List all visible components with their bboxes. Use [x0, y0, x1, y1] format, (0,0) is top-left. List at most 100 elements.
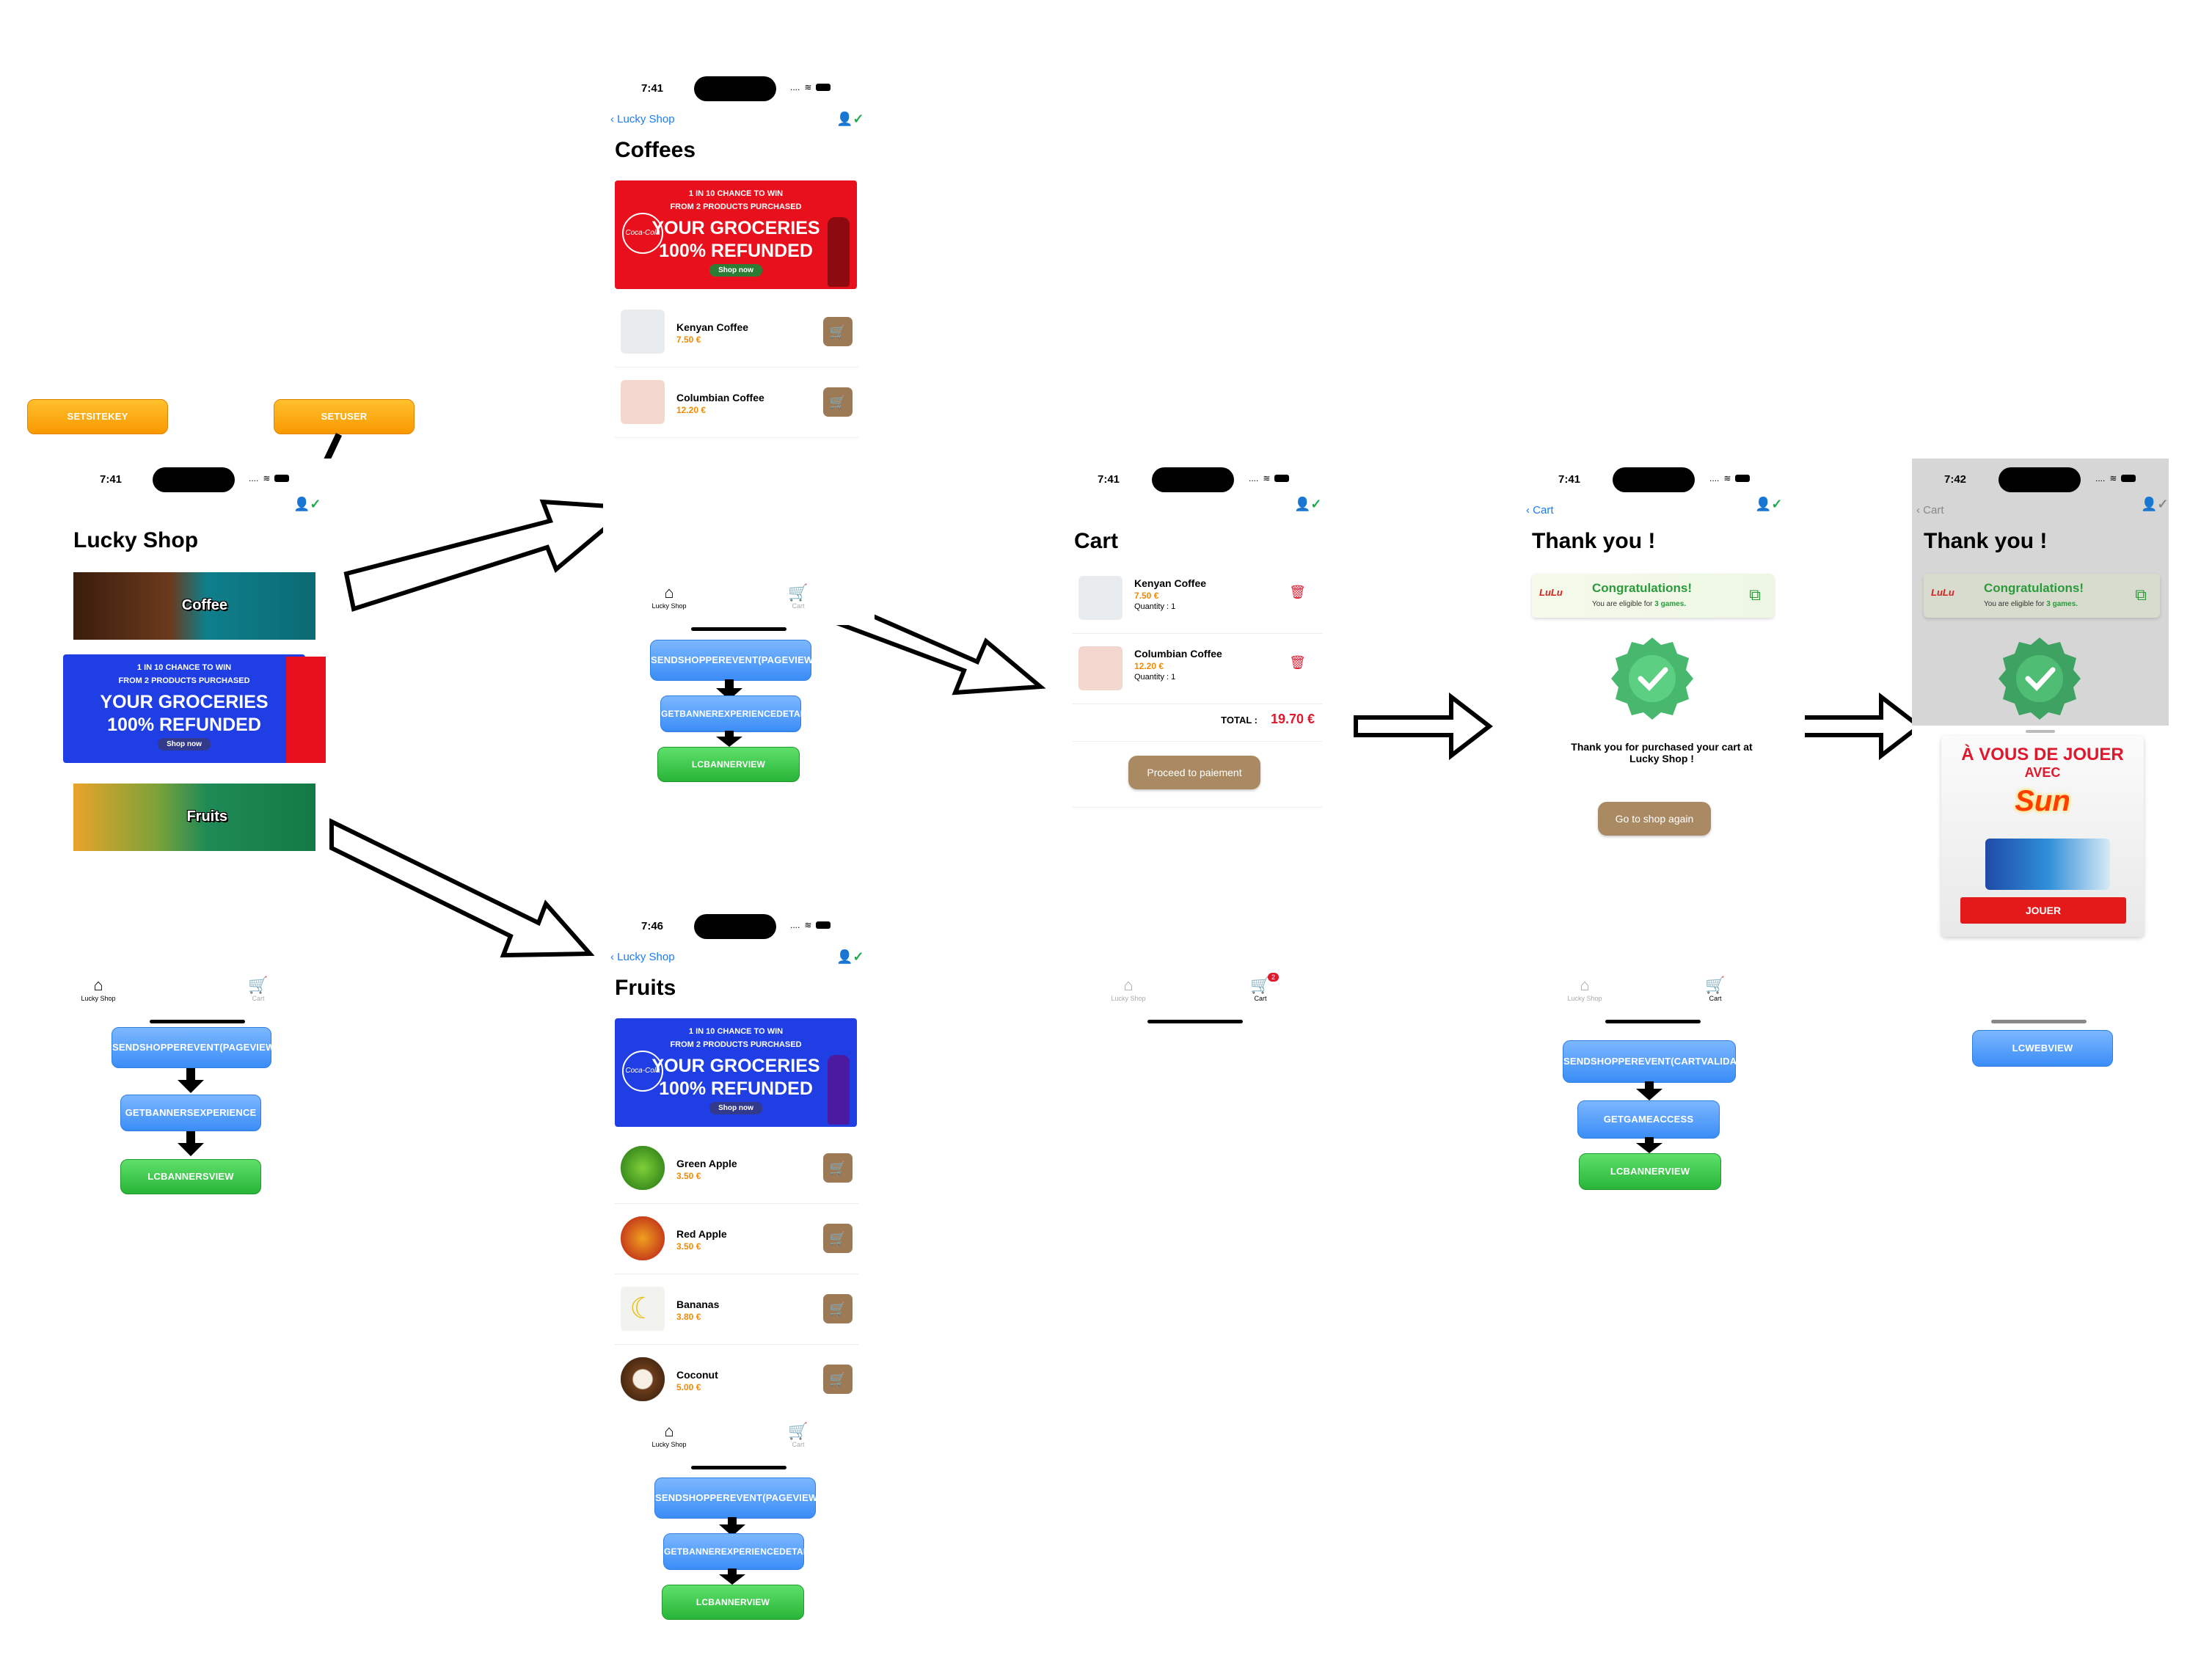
tab-label: Cart	[792, 1441, 805, 1448]
add-to-cart-button[interactable]: 🛒	[823, 1294, 853, 1323]
shop-now-button[interactable]: Shop now	[709, 1102, 762, 1114]
tab-cart[interactable]: 🛒Cart 2	[1224, 973, 1297, 1002]
home-indicator	[150, 1020, 245, 1023]
back-button[interactable]: ‹ Cart	[1916, 504, 1944, 516]
down-arrow	[719, 1517, 745, 1536]
setsitekey-button[interactable]: SETSITEKEY	[27, 399, 168, 434]
user-check-icon[interactable]: 👤✓	[836, 112, 864, 126]
tab-lucky-shop[interactable]: ⌂Lucky Shop	[651, 1422, 687, 1448]
tab-cart[interactable]: 🛒Cart	[248, 976, 269, 1002]
add-to-cart-button[interactable]: 🛒	[823, 1224, 853, 1253]
proceed-to-payment-button[interactable]: Proceed to paiement	[1128, 756, 1260, 789]
user-check-icon[interactable]: 👤✓	[293, 497, 321, 511]
user-check-icon[interactable]: 👤✓	[1294, 497, 1322, 511]
external-link-icon[interactable]: ⧉	[1749, 585, 1761, 604]
list-item[interactable]: Coconut 5.00 € 🛒	[615, 1344, 858, 1414]
sun-logo: Sun	[2015, 785, 2070, 817]
category-banner-coffee[interactable]: Coffee	[73, 572, 315, 640]
flow-step[interactable]: SENDSHOPPEREVENT(PAGEVIEWVED)	[650, 640, 836, 681]
play-button[interactable]: JOUER	[1960, 897, 2126, 924]
flow-step[interactable]: GETGAMEACCESS	[1577, 1100, 1720, 1139]
game-access-banner[interactable]: LuLu Congratulations! You are eligible f…	[1532, 574, 1774, 618]
flow-step[interactable]: LCBANNERVIEW	[1579, 1153, 1721, 1190]
user-check-icon[interactable]: 👤✓	[2141, 497, 2169, 511]
tab-label: Cart	[792, 602, 805, 610]
tab-cart[interactable]: 🛒Cart	[1705, 976, 1726, 1002]
page-title: Thank you !	[1532, 529, 1656, 553]
tab-label: Lucky Shop	[81, 995, 116, 1002]
back-button[interactable]: ‹ Lucky Shop	[610, 113, 675, 125]
add-to-cart-button[interactable]: 🛒	[823, 1153, 853, 1183]
list-item[interactable]: Columbian Coffee 12.20 € 🛒	[615, 367, 858, 438]
shop-now-button[interactable]: Shop now	[709, 264, 762, 277]
banner-headline2: 100% REFUNDED	[659, 241, 813, 261]
user-check-icon[interactable]: 👤✓	[1755, 497, 1783, 511]
tab-cart[interactable]: 🛒Cart	[788, 1422, 809, 1448]
flow-step[interactable]: SENDSHOPPEREVENT(CARTVALIDATED)	[1563, 1040, 1759, 1083]
home-indicator	[691, 627, 786, 631]
add-to-cart-button[interactable]: 🛒	[823, 317, 853, 346]
add-to-cart-button[interactable]: 🛒	[823, 1365, 853, 1394]
product-image	[621, 1357, 665, 1401]
congrats-title: Congratulations!	[1592, 581, 1692, 595]
banner-headline2: 100% REFUNDED	[107, 715, 261, 735]
tab-label: Lucky Shop	[651, 602, 687, 610]
page-title: Thank you !	[1924, 529, 2048, 553]
flow-step[interactable]: GETBANNEREXPERIENCEDETAILS	[660, 695, 814, 732]
page-title: Lucky Shop	[73, 528, 199, 552]
category-banner-fruits[interactable]: Fruits	[73, 784, 315, 851]
cart-item[interactable]: Kenyan Coffee 7.50 € Quantity : 1 🗑	[1073, 563, 1322, 634]
back-button[interactable]: ‹ Cart	[1526, 504, 1554, 516]
back-label: Cart	[1923, 504, 1944, 516]
product-price: 5.00 €	[676, 1382, 701, 1392]
user-check-icon[interactable]: 👤✓	[836, 949, 864, 964]
status-time: 7:41	[641, 82, 664, 95]
banner-line2: FROM 2 PRODUCTS PURCHASED	[118, 676, 250, 685]
total-row: TOTAL : 19.70 €	[1073, 704, 1322, 742]
tab-cart[interactable]: 🛒Cart	[788, 583, 809, 610]
product-price: 7.50 €	[1134, 591, 1159, 601]
trash-icon[interactable]: 🗑	[1289, 655, 1306, 670]
coca-cola-banner[interactable]: Coca-Cola 1 IN 10 CHANCE TO WIN FROM 2 P…	[615, 180, 857, 289]
list-item[interactable]: Kenyan Coffee 7.50 € 🛒	[615, 296, 858, 368]
external-link-icon[interactable]: ⧉	[2135, 585, 2147, 604]
chevron-left-icon: ‹	[610, 951, 618, 963]
status-icons: ....≋	[790, 920, 831, 930]
game-access-banner[interactable]: LuLu Congratulations! You are eligible f…	[1924, 574, 2160, 618]
flow-step[interactable]: SENDSHOPPEREVENT(PAGEVIEWVED)	[654, 1478, 841, 1519]
page-title: Cart	[1074, 529, 1119, 553]
list-item[interactable]: Green Apple 3.50 € 🛒	[615, 1133, 858, 1204]
banner-headline2: 100% REFUNDED	[659, 1078, 813, 1099]
tab-lucky-shop[interactable]: ⌂Lucky Shop	[1567, 976, 1602, 1002]
down-arrow	[178, 1131, 204, 1156]
back-button[interactable]: ‹ Lucky Shop	[610, 951, 675, 963]
add-to-cart-button[interactable]: 🛒	[823, 387, 853, 417]
flow-step[interactable]: GETBANNERSEXPERIENCE	[120, 1095, 261, 1131]
list-item[interactable]: Red Apple 3.50 € 🛒	[615, 1203, 858, 1274]
flow-step[interactable]: GETBANNEREXPERIENCEDETAILS	[663, 1533, 817, 1570]
tab-lucky-shop[interactable]: ⌂Lucky Shop	[81, 976, 116, 1002]
shop-now-button[interactable]: Shop now	[158, 738, 211, 750]
tab-label: Cart	[252, 995, 265, 1002]
game-card[interactable]: À VOUS DE JOUER AVEC Sun JOUER	[1941, 736, 2144, 937]
coca-cola-banner[interactable]: Coca-Cola 1 IN 10 CHANCE TO WIN FROM 2 P…	[615, 1018, 857, 1127]
next-banner-peek[interactable]	[286, 657, 326, 763]
home-indicator	[691, 1466, 786, 1469]
congrats-subtitle-text: You are eligible for	[1592, 600, 1655, 608]
setuser-button[interactable]: SETUSER	[274, 399, 415, 434]
tab-lucky-shop[interactable]: ⌂Lucky Shop	[1111, 976, 1146, 1002]
check-badge-icon	[1999, 638, 2081, 720]
home-indicator	[1605, 1020, 1701, 1023]
flow-step[interactable]: LCBANNERVIEW	[662, 1585, 804, 1620]
go-to-shop-again-button[interactable]: Go to shop again	[1598, 802, 1711, 836]
flow-step[interactable]: LCWEBVIEW	[1972, 1030, 2113, 1067]
coca-cola-banner-carousel[interactable]: 1 IN 10 CHANCE TO WIN FROM 2 PRODUCTS PU…	[63, 654, 305, 763]
flow-step[interactable]: LCBANNERSVIEW	[120, 1159, 261, 1194]
trash-icon[interactable]: 🗑	[1289, 585, 1306, 599]
cart-item[interactable]: Columbian Coffee 12.20 € Quantity : 1 🗑	[1073, 633, 1322, 704]
flow-step[interactable]: SENDSHOPPEREVENT(PAGEVIEWVED)	[112, 1027, 298, 1068]
tab-lucky-shop[interactable]: ⌂Lucky Shop	[651, 583, 687, 610]
tab-label: Cart	[1709, 995, 1722, 1002]
flow-step[interactable]: LCBANNERVIEW	[657, 747, 800, 782]
list-item[interactable]: ☾ Bananas 3.80 € 🛒	[615, 1274, 858, 1345]
